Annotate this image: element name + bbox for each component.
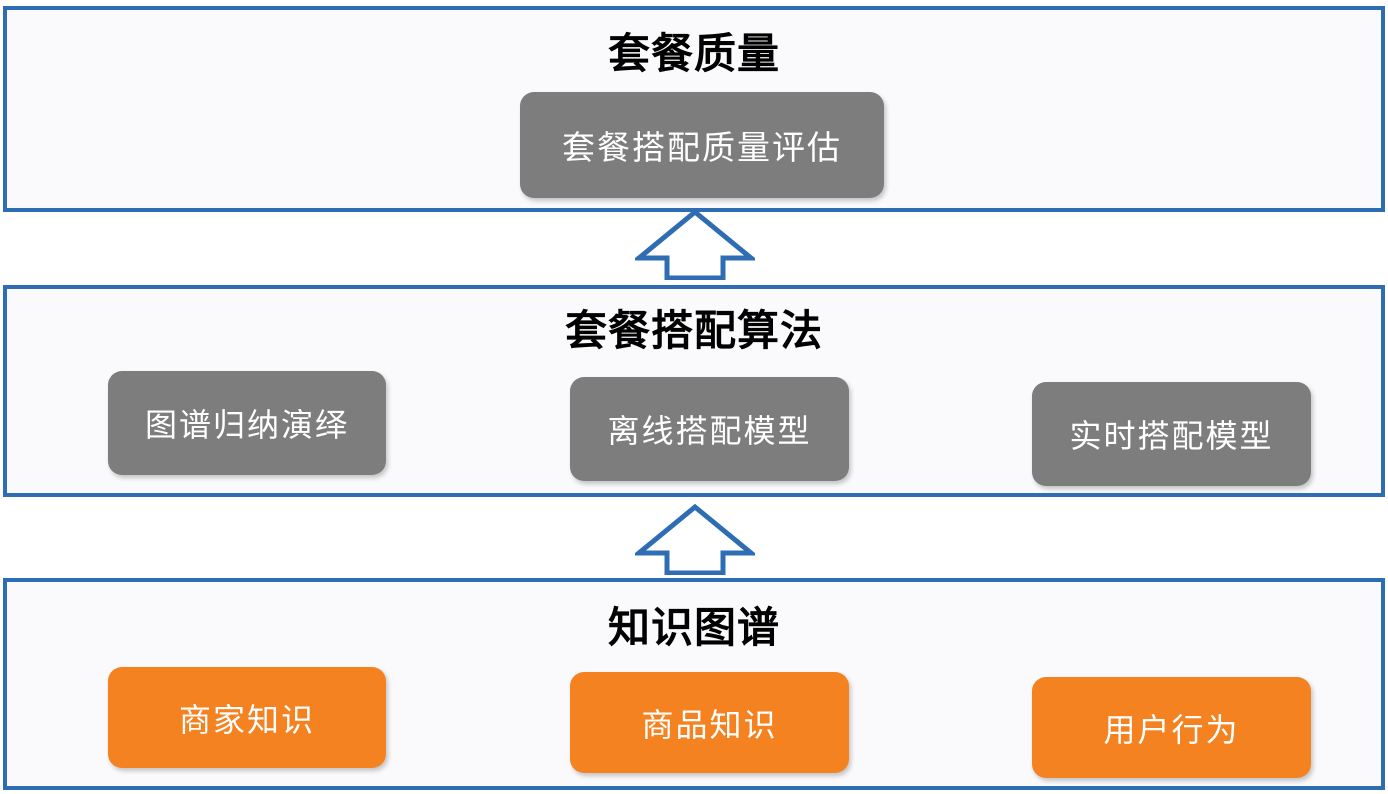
connector-algorithm-to-quality: [635, 208, 755, 280]
node-package-quality-evaluation[interactable]: 套餐搭配质量评估: [520, 92, 884, 198]
node-user-behavior[interactable]: 用户行为: [1032, 677, 1311, 778]
layer-title-algorithm: 套餐搭配算法: [564, 307, 823, 354]
node-offline-matching-model[interactable]: 离线搭配模型: [570, 377, 849, 481]
layer-title-knowledge: 知识图谱: [607, 604, 780, 651]
node-realtime-matching-model[interactable]: 实时搭配模型: [1032, 382, 1311, 486]
layer-title-quality: 套餐质量: [607, 30, 780, 77]
connector-knowledge-to-algorithm: [635, 503, 755, 575]
layer-panel-knowledge: 知识图谱 商家知识 商品知识 用户行为: [3, 578, 1385, 790]
layer-panel-quality: 套餐质量 套餐搭配质量评估: [3, 6, 1385, 212]
node-graph-induction-deduction[interactable]: 图谱归纳演绎: [108, 371, 386, 475]
up-block-arrow-icon: [635, 208, 755, 280]
layer-panel-algorithm: 套餐搭配算法 图谱归纳演绎 离线搭配模型 实时搭配模型: [3, 285, 1385, 497]
node-product-knowledge[interactable]: 商品知识: [570, 672, 849, 773]
up-block-arrow-icon: [635, 503, 755, 575]
node-merchant-knowledge[interactable]: 商家知识: [108, 667, 386, 768]
